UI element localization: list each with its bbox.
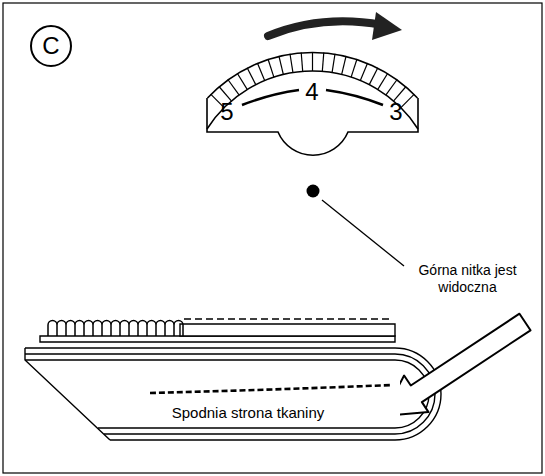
fabric-label: Spodnia strona tkaniny [172,405,325,420]
dial-tick [257,63,264,81]
callout-arrow: Górna nitka jest widoczna [400,258,535,428]
stitch-loop [48,321,183,337]
arrow-shape [400,314,531,416]
dial-number: 3 [389,100,402,124]
dial-tick [237,73,247,89]
fabric-edge [25,348,110,440]
bobbin-stitches [150,385,392,393]
dial-number: 5 [220,100,233,124]
dial-tick [219,87,231,101]
dial-tick [322,52,323,71]
dial-tick [401,94,414,107]
turn-arrow [268,21,382,36]
top-thread-line [184,318,390,319]
tension-dial [207,52,418,155]
dial-inner-arc [207,71,418,129]
dial-tick [342,56,346,74]
dial-body [207,98,418,155]
fabric-layer [40,336,395,342]
dial-tick [228,80,239,95]
leader-line [322,200,404,266]
dial-tick [351,59,357,77]
dial-tick [290,54,293,73]
fabric-layer [25,354,435,434]
dial-tick [378,73,388,89]
dial-tick [369,68,378,85]
panel-letter: C [42,32,59,61]
dial-number: 4 [305,80,318,104]
dial-tick [279,56,283,74]
dial-tick [247,68,256,85]
dial-tick [301,52,302,71]
turn-arrowhead [372,12,402,40]
dial-tick [360,63,367,81]
callout-text: Górna nitka jest widoczna [406,262,529,296]
scale-line [326,90,383,105]
panel-letter-circle: C [30,25,72,67]
stitch-loops [48,321,183,337]
indicator-dot [307,185,320,198]
dial-tick [312,52,313,71]
fabric-bottom [25,348,441,440]
dial-tick [394,87,406,101]
scale-line [242,90,299,105]
dial-tick [386,80,397,95]
fabric-layer [25,348,441,440]
fabric-layer [180,324,395,336]
dial-ticks [211,52,415,108]
dial-tick [268,59,274,77]
frame [3,3,542,473]
dial-tick [332,54,335,73]
